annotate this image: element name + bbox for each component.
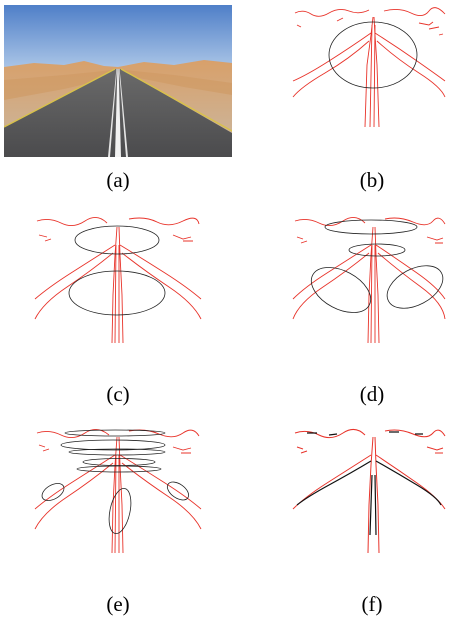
panel-e-edges — [33, 425, 203, 555]
edge-map-c — [34, 217, 202, 344]
caption-d: (d) — [359, 382, 385, 406]
panel-d-edges — [289, 215, 449, 345]
caption-e: (e) — [106, 592, 130, 616]
edge-map-b — [292, 7, 446, 128]
panel-f-edges — [289, 425, 449, 555]
panel-c-edges — [33, 215, 203, 345]
caption-c: (c) — [106, 382, 130, 406]
edge-map-d — [292, 217, 446, 344]
caption-b: (b) — [359, 168, 385, 192]
road-photo — [4, 5, 232, 157]
caption-a: (a) — [106, 168, 130, 192]
edge-map-e — [34, 429, 202, 554]
panel-a-photo — [4, 5, 232, 157]
edge-map-f — [292, 429, 446, 554]
panel-b-edges — [289, 5, 449, 130]
caption-f: (f) — [361, 592, 383, 616]
